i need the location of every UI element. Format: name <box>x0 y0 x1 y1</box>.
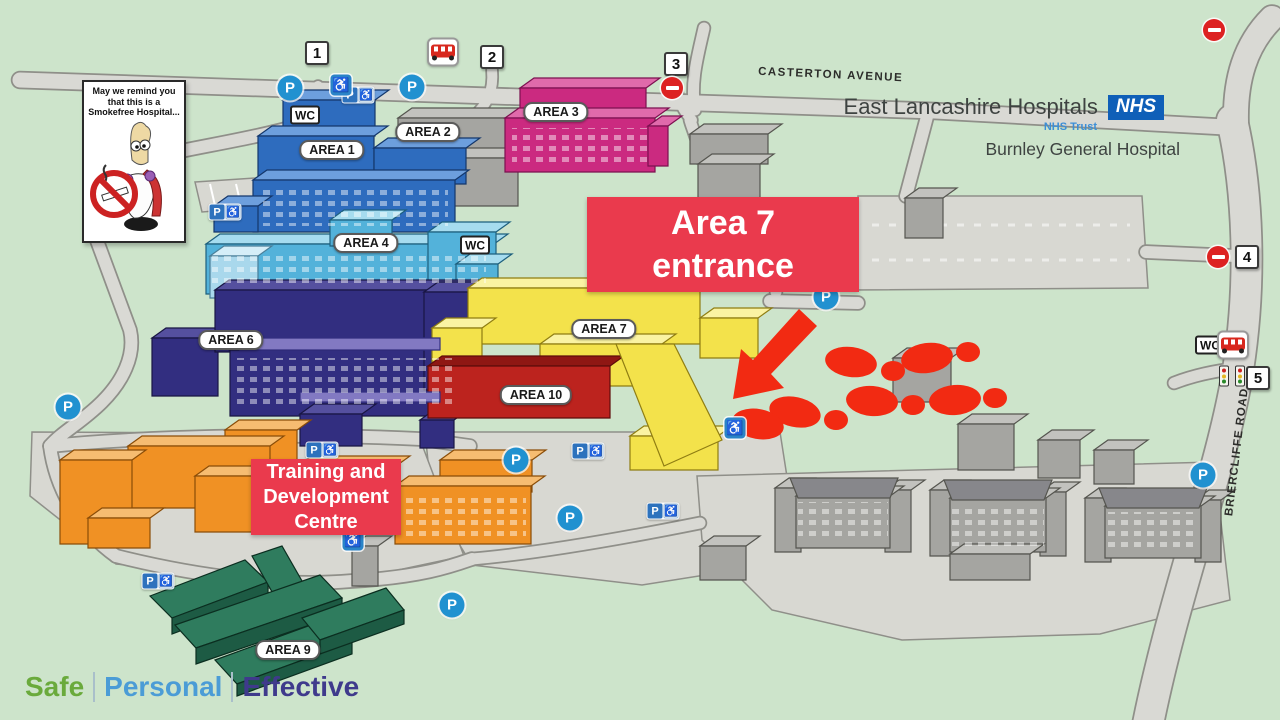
no-entry-icon <box>1207 246 1229 268</box>
building <box>1093 449 1135 485</box>
building <box>1037 439 1081 479</box>
divider <box>93 672 96 702</box>
banner-line: entrance <box>652 246 794 285</box>
accessible-icon: ♿ <box>330 74 352 96</box>
building <box>957 423 1015 471</box>
area-label: AREA 7 <box>571 319 637 339</box>
motto-safe: Safe <box>25 671 85 702</box>
banner-line: Area 7 <box>671 203 775 242</box>
direction-arrow <box>733 309 817 399</box>
poster-text: May we remind you <box>92 86 176 96</box>
parking-accessible-icon: P♿ <box>646 502 680 520</box>
entrance-marker: 5 <box>1246 366 1270 390</box>
entrance-marker: 4 <box>1235 245 1259 269</box>
header: East Lancashire Hospitals NHS <box>844 94 1164 120</box>
parking-icon: P <box>439 592 465 618</box>
no-smoking-icon <box>90 163 138 218</box>
parking-accessible-icon: P♿ <box>305 441 339 459</box>
wc-label: WC <box>460 235 490 255</box>
wc-label: WC <box>290 105 320 125</box>
banner-line: Development <box>263 485 389 508</box>
banner-line: Training and <box>266 460 386 483</box>
motto-effective: Effective <box>242 671 360 702</box>
building <box>943 479 1053 501</box>
parking-accessible-icon: P♿ <box>208 203 242 221</box>
area-6-building <box>299 413 363 447</box>
bus-stop-icon <box>1217 330 1249 360</box>
building <box>699 545 747 581</box>
entrance-marker: 3 <box>664 52 688 76</box>
no-entry-icon <box>661 77 683 99</box>
bus-stop-icon <box>427 37 459 67</box>
banner-line: Centre <box>294 510 358 533</box>
area-label: AREA 2 <box>395 122 461 142</box>
parking-accessible-icon: P♿ <box>571 442 605 460</box>
parking-icon: P <box>277 75 303 101</box>
area-6-building <box>151 337 219 397</box>
training-centre-banner: Training and Development Centre <box>251 459 401 535</box>
parking-accessible-icon: P♿ <box>141 572 175 590</box>
no-entry-icon <box>1203 19 1225 41</box>
area-label: AREA 3 <box>523 102 589 122</box>
area-label: AREA 10 <box>499 385 573 405</box>
parking-icon: P <box>557 505 583 531</box>
parking-icon: P <box>55 394 81 420</box>
building <box>949 553 1031 581</box>
parking-icon: P <box>399 74 425 100</box>
smokefree-poster: May we remind you that this is a Smokefr… <box>82 80 186 243</box>
buildings <box>58 77 1237 697</box>
building <box>774 487 802 553</box>
motto-personal: Personal <box>104 671 223 702</box>
area-label: AREA 4 <box>333 233 399 253</box>
area7-entrance-banner: Area 7 entrance <box>587 197 859 292</box>
footer-motto: Safe Personal Effective <box>25 671 359 703</box>
smokefree-mascot <box>90 121 162 231</box>
entrance-marker: 1 <box>305 41 329 65</box>
parking-icon: P <box>1190 462 1216 488</box>
area-7-building <box>615 343 723 467</box>
area-label: AREA 1 <box>299 140 365 160</box>
building <box>351 545 379 587</box>
area-label: AREA 9 <box>255 640 321 660</box>
area-label: AREA 6 <box>198 330 264 350</box>
hospital-name: Burnley General Hospital <box>985 139 1180 159</box>
building <box>1098 487 1208 509</box>
traffic-light-icon <box>1235 365 1245 387</box>
direction-arrow-icon <box>733 309 817 399</box>
training-centre-building <box>87 517 151 549</box>
building <box>789 477 899 499</box>
parking-icon: P <box>503 447 529 473</box>
traffic-light-icon <box>1219 365 1229 387</box>
divider <box>231 672 234 702</box>
poster-text: that this is a <box>107 96 161 107</box>
poster-text: Smokefree Hospital... <box>88 107 180 117</box>
building <box>904 197 944 239</box>
accessible-icon: ♿ <box>724 417 746 439</box>
area-6-building <box>419 419 455 449</box>
trust-suffix: NHS Trust <box>1043 121 1097 133</box>
trust-name: East Lancashire Hospitals <box>843 94 1098 119</box>
entrance-marker: 2 <box>480 45 504 69</box>
nhs-logo: NHS <box>1107 94 1164 120</box>
footprints-trail <box>732 342 1007 440</box>
